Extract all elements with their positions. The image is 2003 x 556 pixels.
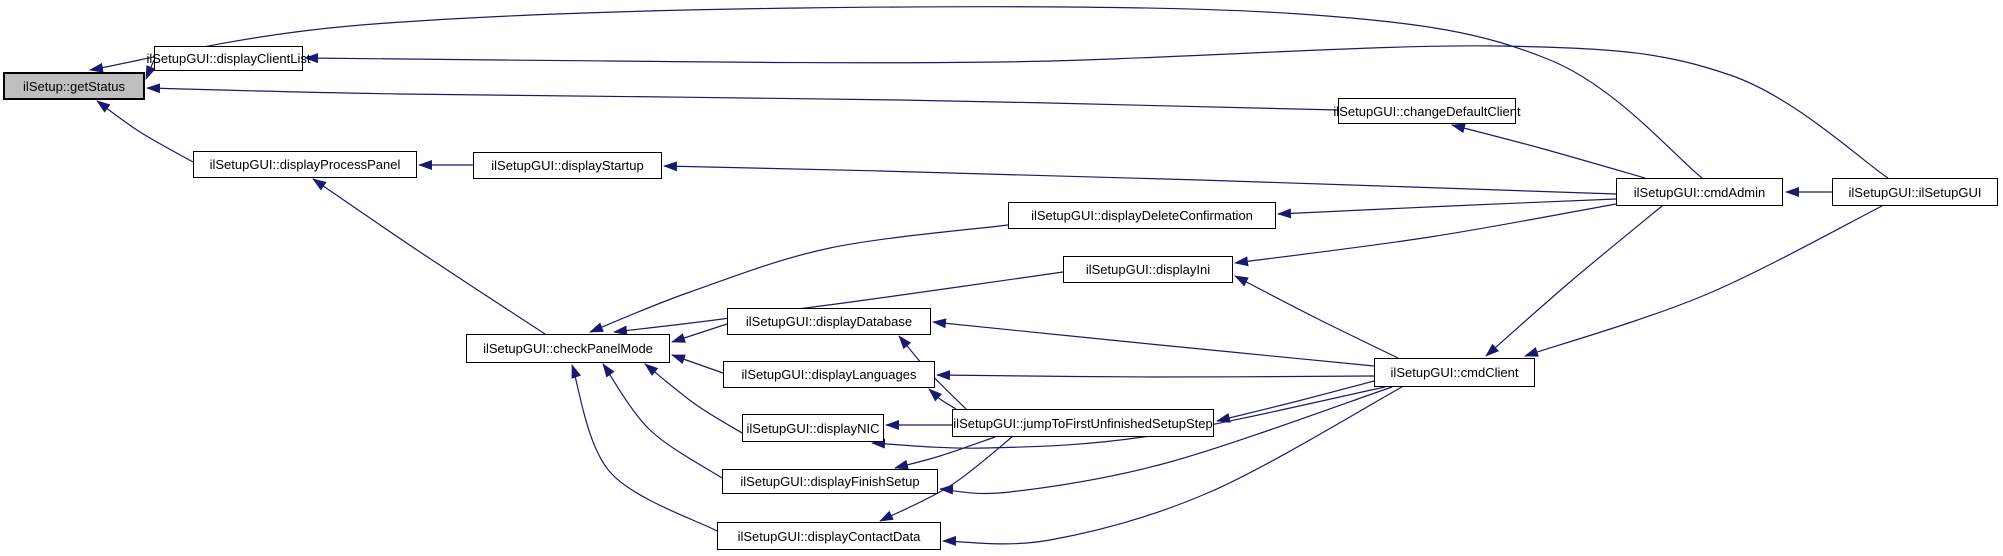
node-cmdClient[interactable]: ilSetupGUI::cmdClient xyxy=(1374,358,1535,387)
edge-displayDatabase-to-checkPanelMode xyxy=(671,323,728,343)
edge-displayDeleteConfirmation-to-checkPanelMode xyxy=(589,224,1009,333)
edge-cmdClient-to-displayDatabase xyxy=(932,318,1375,367)
node-label: ilSetupGUI::cmdAdmin xyxy=(1633,184,1766,200)
edge-displayClientList-to-getStatus xyxy=(145,59,156,80)
node-label: ilSetupGUI::cmdClient xyxy=(1390,365,1519,380)
node-jumpToFirstUnfinishedSetupStep[interactable]: ilSetupGUI::jumpToFirstUnfinishedSetupSt… xyxy=(952,409,1214,437)
edge-changeDefaultClient-to-getStatus xyxy=(146,83,1339,111)
edge-cmdClient-to-displayLanguages xyxy=(936,370,1375,381)
edge-displayProcessPanel-to-getStatus xyxy=(96,100,194,163)
edge-displayLanguages-to-checkPanelMode xyxy=(671,354,724,374)
node-displayContactData[interactable]: ilSetupGUI::displayContactData xyxy=(717,522,941,550)
edge-displayNIC-to-checkPanelMode xyxy=(644,363,743,434)
edge-checkPanelMode-to-displayProcessPanel xyxy=(312,178,546,335)
edge-cmdAdmin-to-changeDefaultClient xyxy=(1451,123,1646,179)
node-displayLanguages[interactable]: ilSetupGUI::displayLanguages xyxy=(723,361,935,388)
node-displayNIC[interactable]: ilSetupGUI::displayNIC xyxy=(742,414,884,442)
node-label: ilSetupGUI::displayFinishSetup xyxy=(740,474,920,489)
edge-cmdAdmin-to-displayIni xyxy=(1234,203,1617,267)
node-label: ilSetupGUI::displayLanguages xyxy=(741,367,917,382)
edge-cmdAdmin-to-cmdClient xyxy=(1485,205,1663,357)
node-label: ilSetupGUI::displayStartup xyxy=(491,158,644,173)
node-label: ilSetupGUI::displayNIC xyxy=(746,420,880,436)
edge-displayContactData-to-checkPanelMode xyxy=(571,364,718,532)
edge-cmdClient-to-displayContactData xyxy=(942,386,1403,546)
node-label: ilSetupGUI::checkPanelMode xyxy=(483,341,653,356)
node-label: ilSetupGUI::displayProcessPanel xyxy=(209,157,401,172)
node-label: ilSetupGUI::changeDefaultClient xyxy=(1333,103,1521,119)
node-label: ilSetupGUI::displayClientList xyxy=(146,51,311,66)
edge-cmdClient-to-displayIni xyxy=(1234,275,1399,359)
node-label: ilSetupGUI::jumpToFirstUnfinishedSetupSt… xyxy=(953,415,1213,431)
node-label: ilSetupGUI::displayContactData xyxy=(737,528,921,544)
edge-jumpToFirstUnfinishedSetupStep-to-displayLanguages xyxy=(928,388,957,410)
node-cmdAdmin[interactable]: ilSetupGUI::cmdAdmin xyxy=(1616,178,1783,206)
edge-ilSetupGUIctor-to-displayClientList xyxy=(304,45,1889,179)
node-displayIni[interactable]: ilSetupGUI::displayIni xyxy=(1063,256,1233,283)
node-checkPanelMode[interactable]: ilSetupGUI::checkPanelMode xyxy=(466,334,670,363)
edge-cmdClient-to-displayNIC xyxy=(871,386,1386,449)
node-displayDeleteConfirmation[interactable]: ilSetupGUI::displayDeleteConfirmation xyxy=(1008,202,1276,229)
node-displayFinishSetup[interactable]: ilSetupGUI::displayFinishSetup xyxy=(722,469,938,494)
node-getStatus[interactable]: ilSetup::getStatus xyxy=(3,72,145,100)
edge-cmdAdmin-to-displayStartup xyxy=(663,161,1617,195)
edge-ilSetupGUIctor-to-cmdClient xyxy=(1524,205,1883,357)
edge-cmdAdmin-to-getStatus xyxy=(89,6,1703,179)
edge-displayFinishSetup-to-checkPanelMode xyxy=(602,363,723,479)
node-label: ilSetupGUI::displayDeleteConfirmation xyxy=(1031,208,1253,223)
edge-jumpToFirstUnfinishedSetupStep-to-displayFinishSetup xyxy=(894,436,996,470)
node-displayDatabase[interactable]: ilSetupGUI::displayDatabase xyxy=(727,308,931,335)
edge-displayIni-to-checkPanelMode xyxy=(613,271,1064,336)
node-label: ilSetupGUI::displayIni xyxy=(1085,262,1211,277)
node-changeDefaultClient[interactable]: ilSetupGUI::changeDefaultClient xyxy=(1333,98,1521,124)
node-label: ilSetupGUI::ilSetupGUI xyxy=(1848,184,1982,200)
node-displayProcessPanel[interactable]: ilSetupGUI::displayProcessPanel xyxy=(193,151,417,178)
edge-cmdAdmin-to-displayDeleteConfirmation xyxy=(1277,198,1617,219)
node-ilSetupGUIctor[interactable]: ilSetupGUI::ilSetupGUI xyxy=(1832,178,1998,206)
edge-cmdClient-to-displayFinishSetup xyxy=(939,386,1393,495)
node-displayStartup[interactable]: ilSetupGUI::displayStartup xyxy=(473,152,662,179)
node-label: ilSetup::getStatus xyxy=(23,78,125,94)
node-label: ilSetupGUI::displayDatabase xyxy=(745,314,913,329)
node-displayClientList[interactable]: ilSetupGUI::displayClientList xyxy=(146,46,311,71)
edge-jumpToFirstUnfinishedSetupStep-to-displayContactData xyxy=(879,436,1013,522)
edge-cmdClient-to-jumpToFirstUnfinishedSetupStep xyxy=(1216,380,1375,423)
